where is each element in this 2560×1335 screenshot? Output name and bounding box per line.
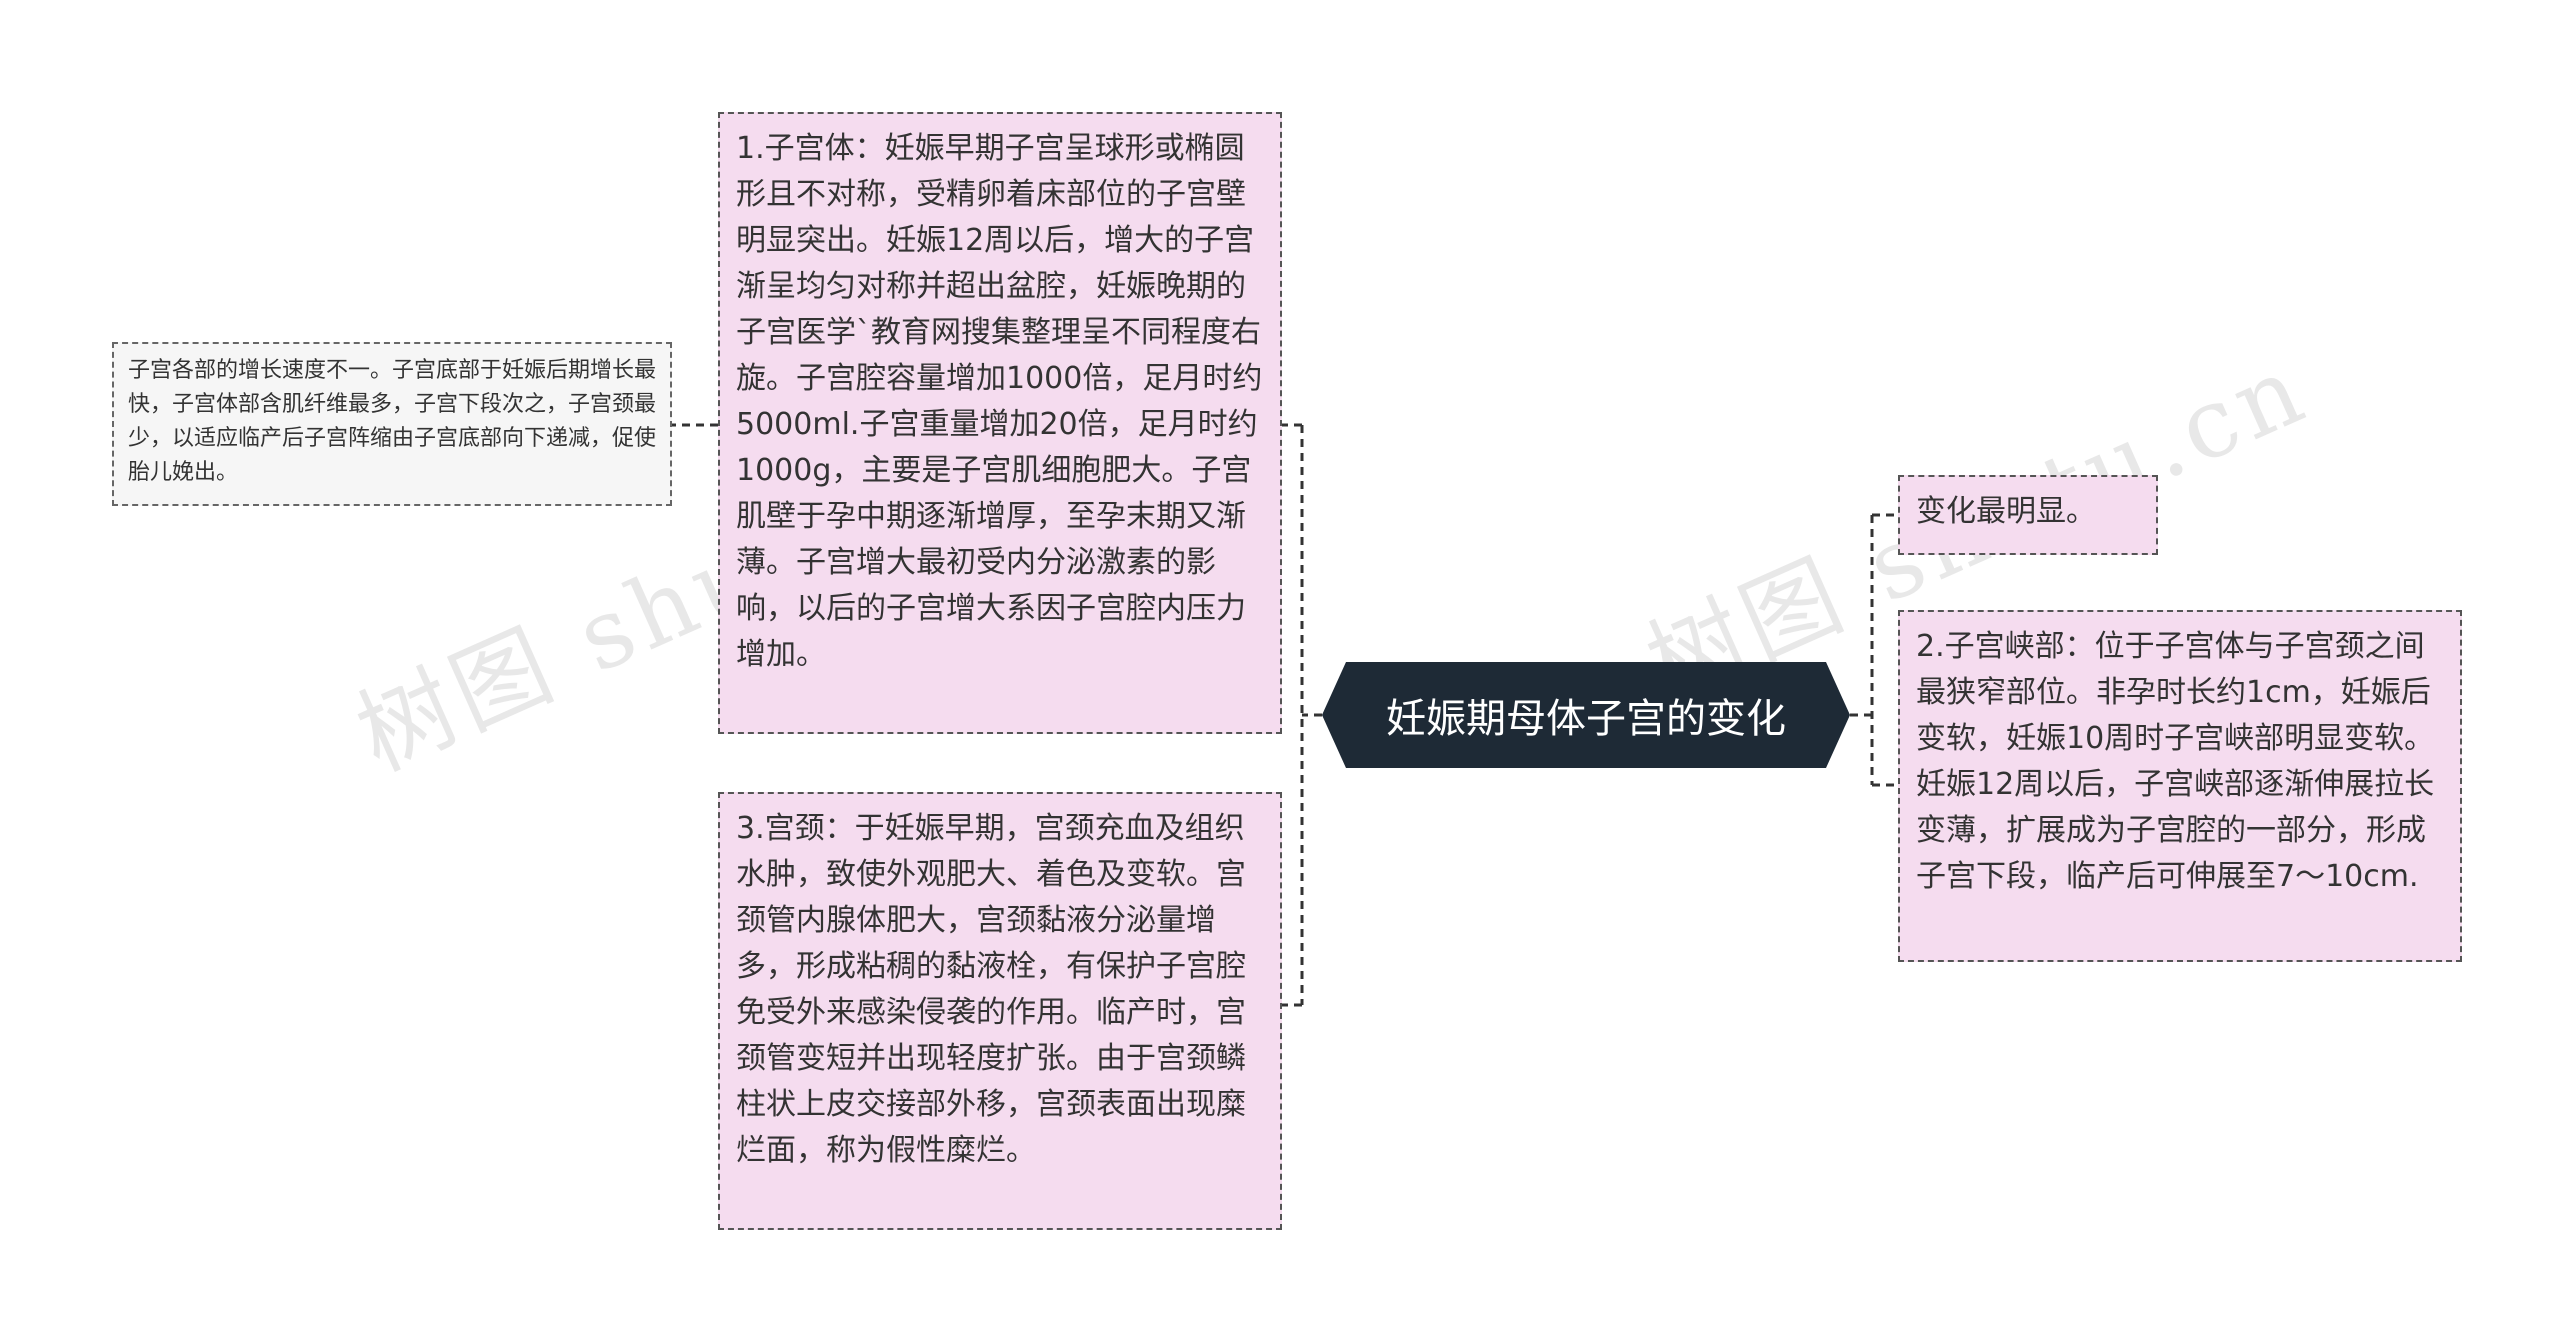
node-isthmus[interactable]: 2.子宫峡部：位于子宫体与子宫颈之间最狭窄部位。非孕时长约1cm，妊娠后变软，妊… xyxy=(1898,610,2462,962)
node-change-obvious[interactable]: 变化最明显。 xyxy=(1898,475,2158,555)
root-label: 妊娠期母体子宫的变化 xyxy=(1386,696,1786,742)
root-topic[interactable]: 妊娠期母体子宫的变化 xyxy=(1322,662,1850,768)
node-uterus-body-detail[interactable]: 子宫各部的增长速度不一。子宫底部于妊娠后期增长最快，子宫体部含肌纤维最多，子宫下… xyxy=(112,342,672,506)
root-shape xyxy=(1322,662,1850,768)
node-cervix[interactable]: 3.宫颈：于妊娠早期，宫颈充血及组织水肿，致使外观肥大、着色及变软。宫颈管内腺体… xyxy=(718,792,1282,1230)
node-uterus-body[interactable]: 1.子宫体：妊娠早期子宫呈球形或椭圆形且不对称，受精卵着床部位的子宫壁明显突出。… xyxy=(718,112,1282,734)
